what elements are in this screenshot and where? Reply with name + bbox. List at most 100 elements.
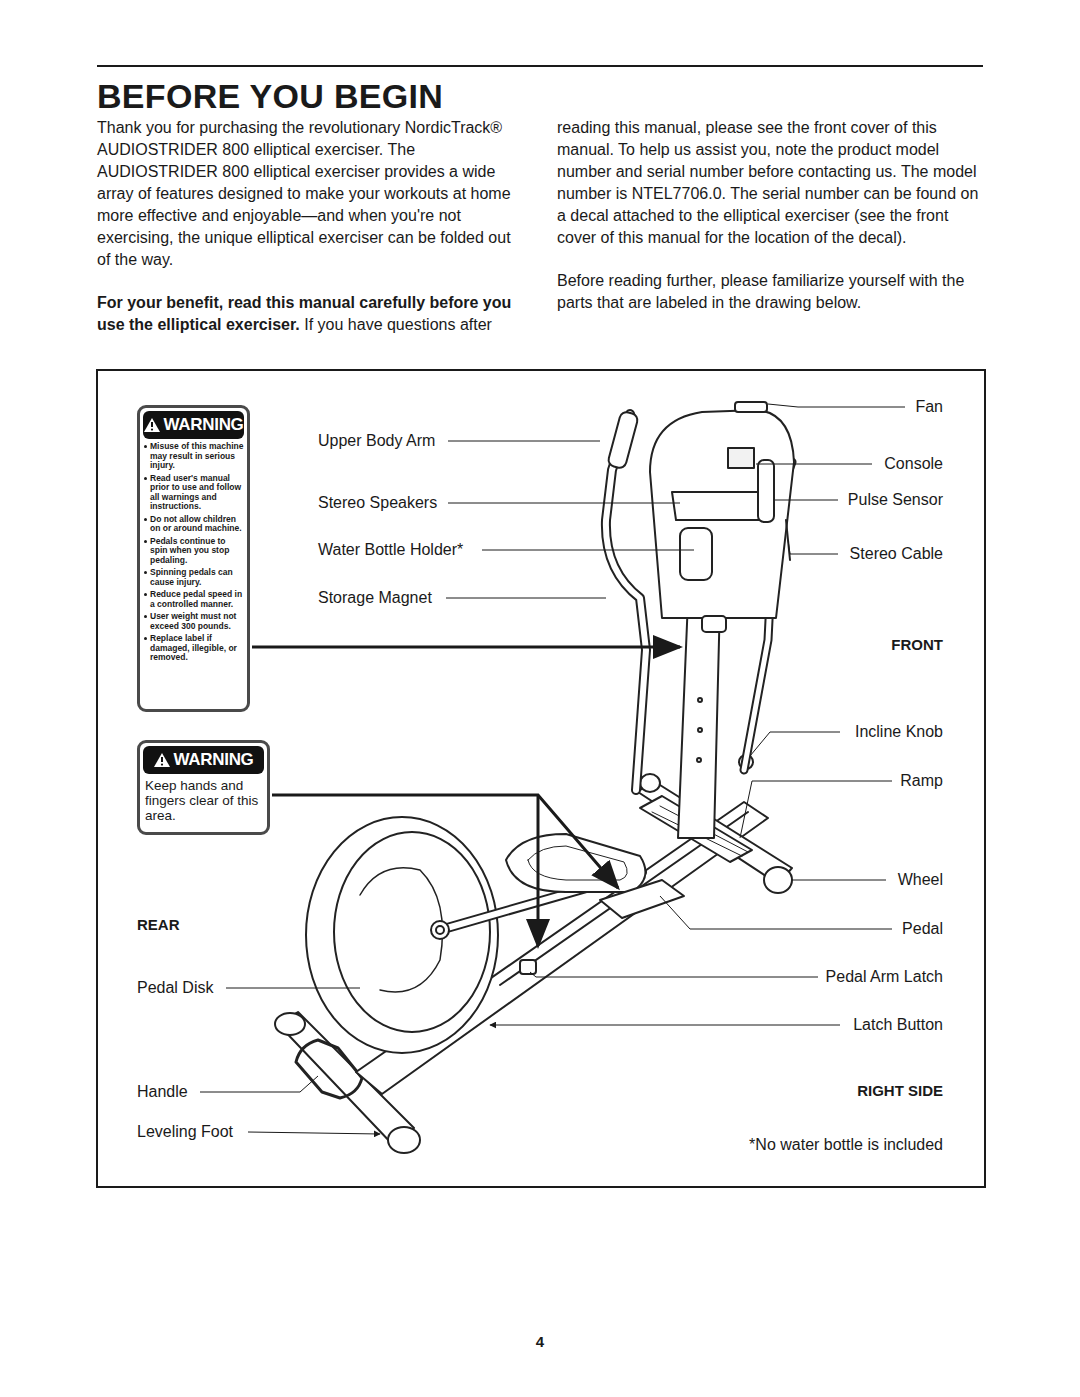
- page-title: BEFORE YOU BEGIN: [97, 76, 443, 116]
- warning-text: Replace label if damaged, illegible, or …: [150, 634, 244, 663]
- part-label: Stereo Cable: [850, 544, 943, 564]
- arm-grip: [607, 411, 639, 470]
- part-label: Wheel: [898, 870, 943, 890]
- part-label: Handle: [137, 1082, 188, 1102]
- warning-text: Reduce pedal speed in a controlled manne…: [150, 590, 244, 609]
- bullet-dot: [144, 518, 147, 521]
- intro-text: Thank you for purchasing the revolutiona…: [97, 117, 983, 336]
- part-label: Stereo Speakers: [318, 493, 437, 513]
- leader-line: [226, 988, 360, 989]
- part-label: Leveling Foot: [137, 1122, 233, 1142]
- warning-item: Reduce pedal speed in a controlled manne…: [143, 590, 244, 609]
- water-bottle-holder: [680, 528, 712, 580]
- warning-triangle: [153, 752, 171, 768]
- bullet-dot: [144, 477, 147, 480]
- warning-text: User weight must not exceed 300 pounds.: [150, 612, 244, 631]
- pedal-arm-latch: [520, 960, 536, 974]
- leader-line: [446, 598, 606, 599]
- pedal-disk-hub: [431, 921, 449, 939]
- warning-item: Misuse of this machine may result in ser…: [143, 442, 244, 471]
- leader-line: [756, 464, 872, 465]
- warning-pointer: [252, 646, 680, 649]
- upright-hole: [697, 758, 701, 762]
- pedal: [506, 834, 645, 892]
- upright-hole: [698, 728, 702, 732]
- part-label: Incline Knob: [855, 722, 943, 742]
- warning-decal: WARNING Keep hands and fingers clear of t…: [137, 740, 270, 835]
- pedal-tread: [528, 846, 627, 880]
- warning-pointer: [272, 795, 618, 888]
- warning-pointer: [537, 795, 540, 946]
- leader-line: [740, 781, 892, 838]
- warning-text: Spinning pedals can cause injury.: [150, 568, 244, 587]
- warning-heading: WARNING: [173, 749, 253, 771]
- warning-triangle-shape: [154, 753, 170, 767]
- part-label: *No water bottle is included: [749, 1135, 943, 1155]
- bullet-dot: [144, 445, 147, 448]
- warning-text: Read user's manual prior to use and foll…: [150, 474, 244, 512]
- leader-line: [775, 500, 838, 501]
- leader-line: [660, 896, 892, 929]
- warning-item: Pedals continue to spin when you stop pe…: [143, 537, 244, 566]
- part-label: Storage Magnet: [318, 588, 432, 608]
- pedal-disk: [306, 817, 498, 1053]
- part-label: Pulse Sensor: [848, 490, 943, 510]
- leader-line: [530, 972, 818, 977]
- paragraph: Before reading further, please familiari…: [557, 270, 983, 314]
- warning-heading: WARNING: [163, 414, 243, 436]
- part-label: Water Bottle Holder*: [318, 540, 463, 560]
- title-rule: [97, 65, 983, 67]
- upright-hole: [698, 698, 702, 702]
- warning-item: Replace label if damaged, illegible, or …: [143, 634, 244, 663]
- warning-item: Do not allow children on or around machi…: [143, 515, 244, 534]
- console-housing: [650, 410, 794, 618]
- wheel: [640, 774, 660, 792]
- upper-body-arm: [606, 414, 646, 790]
- warning-mark: [151, 429, 153, 431]
- part-label: FRONT: [891, 635, 943, 655]
- pulse-sensor: [758, 460, 774, 522]
- warning-text: Keep hands and fingers clear of this are…: [145, 778, 262, 823]
- body-text: Before reading further, please familiari…: [557, 272, 964, 311]
- leader-line: [448, 503, 680, 504]
- pedal-disk-hub: [436, 926, 444, 934]
- warning-decal: WARNING Misuse of this machine may result…: [137, 405, 250, 712]
- paragraph: Thank you for purchasing the revolutiona…: [97, 117, 523, 271]
- warning-item: User weight must not exceed 300 pounds.: [143, 612, 244, 631]
- bullet-dot: [144, 571, 147, 574]
- warning-header: WARNING: [143, 411, 244, 439]
- pedal-disk-rim: [334, 832, 490, 1032]
- figure-frame: [97, 370, 985, 1187]
- wheel: [764, 867, 792, 893]
- leader-line: [792, 880, 886, 881]
- leader-line: [788, 540, 838, 554]
- warning-item: Read user's manual prior to use and foll…: [143, 474, 244, 512]
- leader-line: [768, 404, 905, 407]
- storage-magnet: [702, 616, 726, 632]
- warning-triangle: [143, 417, 161, 433]
- warning-text: Pedals continue to spin when you stop pe…: [150, 537, 244, 566]
- warning-pointers: [252, 647, 680, 946]
- warning-text: Do not allow children on or around machi…: [150, 515, 244, 534]
- fan: [735, 402, 767, 412]
- elliptical-drawing: [275, 402, 794, 1153]
- warning-mark: [161, 757, 163, 762]
- part-label: Console: [884, 454, 943, 474]
- bullet-dot: [144, 615, 147, 618]
- bullet-dot: [144, 540, 147, 543]
- part-label: Pedal: [902, 919, 943, 939]
- part-label: Fan: [915, 397, 943, 417]
- bullet-dot: [144, 637, 147, 640]
- leader-lines: [200, 404, 905, 1134]
- leveling-foot: [388, 1127, 420, 1153]
- warning-mark: [151, 422, 153, 427]
- console-display: [728, 448, 754, 468]
- page-number: 4: [536, 1332, 544, 1352]
- pedal: [600, 880, 684, 918]
- handle-loop: [296, 1040, 362, 1098]
- warning-item: Spinning pedals can cause injury.: [143, 568, 244, 587]
- bullet-dot: [144, 593, 147, 596]
- part-label: Ramp: [900, 771, 943, 791]
- upright-column: [678, 600, 720, 838]
